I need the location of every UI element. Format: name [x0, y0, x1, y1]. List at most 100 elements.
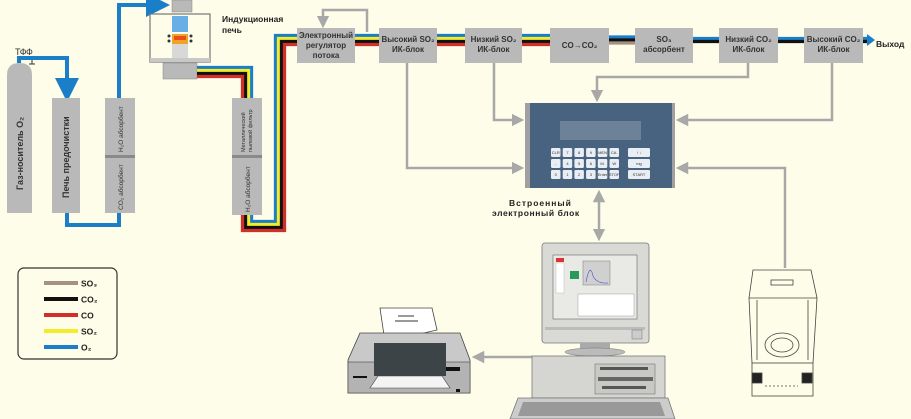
key-button[interactable]: START [628, 170, 650, 179]
legend-label: CO [81, 311, 94, 321]
pipe-converter-to-so3-absorber [608, 35, 636, 45]
pipe-CO [197, 74, 245, 98]
furnace-label-line1: Индукционная [222, 14, 283, 24]
lcd-display [560, 121, 641, 140]
key-button[interactable]: 2 [574, 170, 584, 179]
high-so2-ir-cell-label-line1: Высокий SO₂ [381, 35, 435, 44]
key-label: 9 [590, 150, 593, 155]
key-button[interactable]: CLR [551, 148, 561, 157]
key-button[interactable]: Enter [598, 170, 608, 179]
o2-line-cylinder-to-prefurnace [17, 56, 79, 102]
pipe-CO2 [243, 39, 297, 230]
key-button[interactable]: M. [597, 159, 608, 168]
signal-lines [405, 63, 834, 364]
flow-regulator-label-line1: Электронный [299, 31, 353, 40]
legend-item: O₂ [44, 343, 92, 353]
filter-h2o-absorber-label: H₂O абсорбент [244, 166, 252, 212]
low-co2-ir-cell-label-line2: ИК-блок [733, 45, 766, 54]
key-label: STOP [609, 172, 620, 177]
outlet-arrow-icon [867, 34, 875, 46]
signal-balance [675, 161, 787, 268]
key-button[interactable]: 4 [562, 159, 573, 168]
key-button[interactable]: 7 [562, 148, 573, 157]
key-button[interactable]: 9 [586, 148, 596, 157]
legend-item: SO₂ [44, 327, 97, 337]
pipe-so3-absorber-to-low-co2 [692, 36, 720, 44]
key-button[interactable]: 8 [574, 148, 584, 157]
key-label: CA. [611, 150, 618, 155]
key-button[interactable]: 6 [586, 159, 596, 168]
pipe-SO2 [246, 36, 297, 227]
o2-line-absorber-to-furnace [117, 0, 170, 98]
key-button[interactable]: 3 [586, 170, 596, 179]
key-button[interactable]: MEN [597, 148, 608, 157]
co-to-co2-converter: CO→CO₂ [550, 28, 609, 63]
key-label: Enter [598, 172, 608, 177]
pipe-high-so2-to-low-so2 [436, 33, 466, 47]
key-button[interactable]: mg [628, 159, 650, 168]
pipe-CO [240, 42, 297, 233]
key-label: M. [600, 161, 604, 166]
key-label: MEN [598, 150, 607, 155]
key-label: - [555, 161, 557, 166]
control-unit-label-line2: электронный блок [492, 208, 580, 218]
legend-item: CO₂ [44, 295, 98, 305]
key-label: 7 [566, 150, 569, 155]
key-button[interactable]: W [609, 159, 620, 168]
low-so2-ir-cell-label-line1: Низкий SO₂ [471, 35, 517, 44]
analytical-balance-icon [748, 269, 818, 397]
furnace-label-line2: печь [222, 25, 242, 35]
cylinder-label: Газ-носитель O₂ [15, 117, 25, 190]
so3-absorber-label-line1: SO₃ [656, 35, 672, 44]
gas-cylinder [7, 63, 32, 213]
signal-high-so2 [405, 63, 525, 175]
key-button[interactable]: 1 [562, 170, 573, 179]
pressure-valve-icon: ТФФ [15, 47, 35, 65]
low-co2-ir-cell-label-line1: Низкий CO₂ [725, 35, 772, 44]
pipe-CO2 [197, 71, 248, 98]
oxygen-supply-lines [17, 0, 170, 227]
regulator-feedback-line [316, 8, 369, 32]
key-button[interactable]: STOP [609, 170, 620, 179]
key-button[interactable]: CA. [609, 148, 620, 157]
flow-regulator-label-line2: регулятор [306, 41, 346, 50]
filter-label-line1: Металлический [240, 112, 247, 152]
high-co2-ir-cell-label-line2: ИК-блок [818, 45, 851, 54]
pipe-low-so2-to-converter [521, 33, 551, 47]
key-label: 3 [590, 172, 593, 177]
flow-regulator-label-line3: потока [313, 51, 340, 60]
pipe-O2 [249, 33, 297, 224]
co-to-co2-converter-label-line1: CO→CO₂ [562, 41, 598, 50]
key-label: START [633, 172, 646, 177]
key-button[interactable]: ↑ ↓ [628, 148, 650, 157]
legend-item: CO [44, 311, 94, 321]
pipe-filter-to-regulator [240, 33, 297, 233]
pipe-SO2 [197, 68, 251, 98]
legend-item: SO₃ [44, 279, 97, 289]
key-button[interactable]: - [551, 159, 561, 168]
legend-label: SO₂ [81, 327, 97, 337]
co2-absorber-label: CO₂ абсорбент [117, 164, 125, 210]
key-label: mg [636, 161, 642, 166]
filter-label-line2: пылевой фильтр [247, 109, 254, 152]
key-button[interactable]: 0 [551, 170, 561, 179]
o2-line-prefurnace-to-absorber [65, 213, 121, 227]
key-label: 5 [578, 161, 581, 166]
high-co2-ir-cell-label-line1: Высокий CO₂ [807, 35, 861, 44]
legend-label: O₂ [81, 343, 92, 353]
legend-label: CO₂ [81, 295, 98, 305]
key-button[interactable]: 5 [574, 159, 584, 168]
h2o-absorber-label: H₂O абсорбент [117, 106, 125, 152]
key-label: 6 [590, 161, 593, 166]
prefurnace-box [52, 98, 80, 213]
so3-absorber-label-line2: абсорбент [643, 45, 685, 54]
key-label: CLR [552, 150, 560, 155]
